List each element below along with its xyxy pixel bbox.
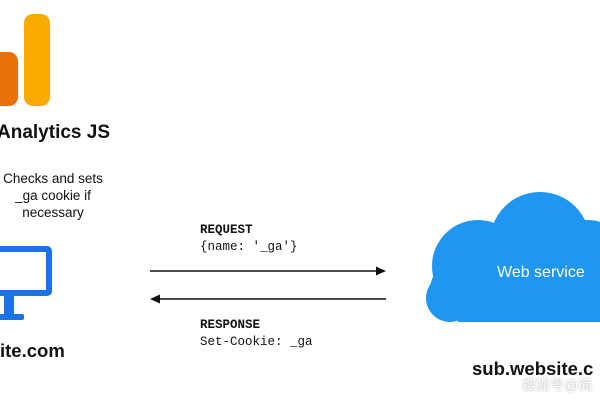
request-label: REQUEST [200,223,253,237]
response-label: RESPONSE [200,318,261,332]
cloud-icon [420,180,600,340]
analytics-description: Checks and sets _ga cookie if necessary [0,170,112,221]
description-line-2: _ga cookie if [15,188,91,203]
logo-bar-short [0,52,18,106]
server-domain: sub.website.c [472,358,594,379]
analytics-logo [0,0,60,110]
analytics-title: Analytics JS [0,122,110,143]
request-arrow [150,266,386,276]
client-domain: ite.com [0,340,65,361]
response-arrow [150,294,386,304]
request-text: REQUEST {name: '_ga'} [200,222,298,256]
watermark: 搜狐号@简 [522,377,593,393]
request-body: {name: '_ga'} [200,240,298,254]
response-body: Set-Cookie: _ga [200,335,313,349]
server-label: Web service [497,264,585,281]
response-text: RESPONSE Set-Cookie: _ga [200,317,313,351]
description-line-1: Checks and sets [3,171,103,186]
computer-monitor-icon [0,244,60,324]
logo-bar-tall [24,14,50,106]
description-line-3: necessary [22,205,84,220]
